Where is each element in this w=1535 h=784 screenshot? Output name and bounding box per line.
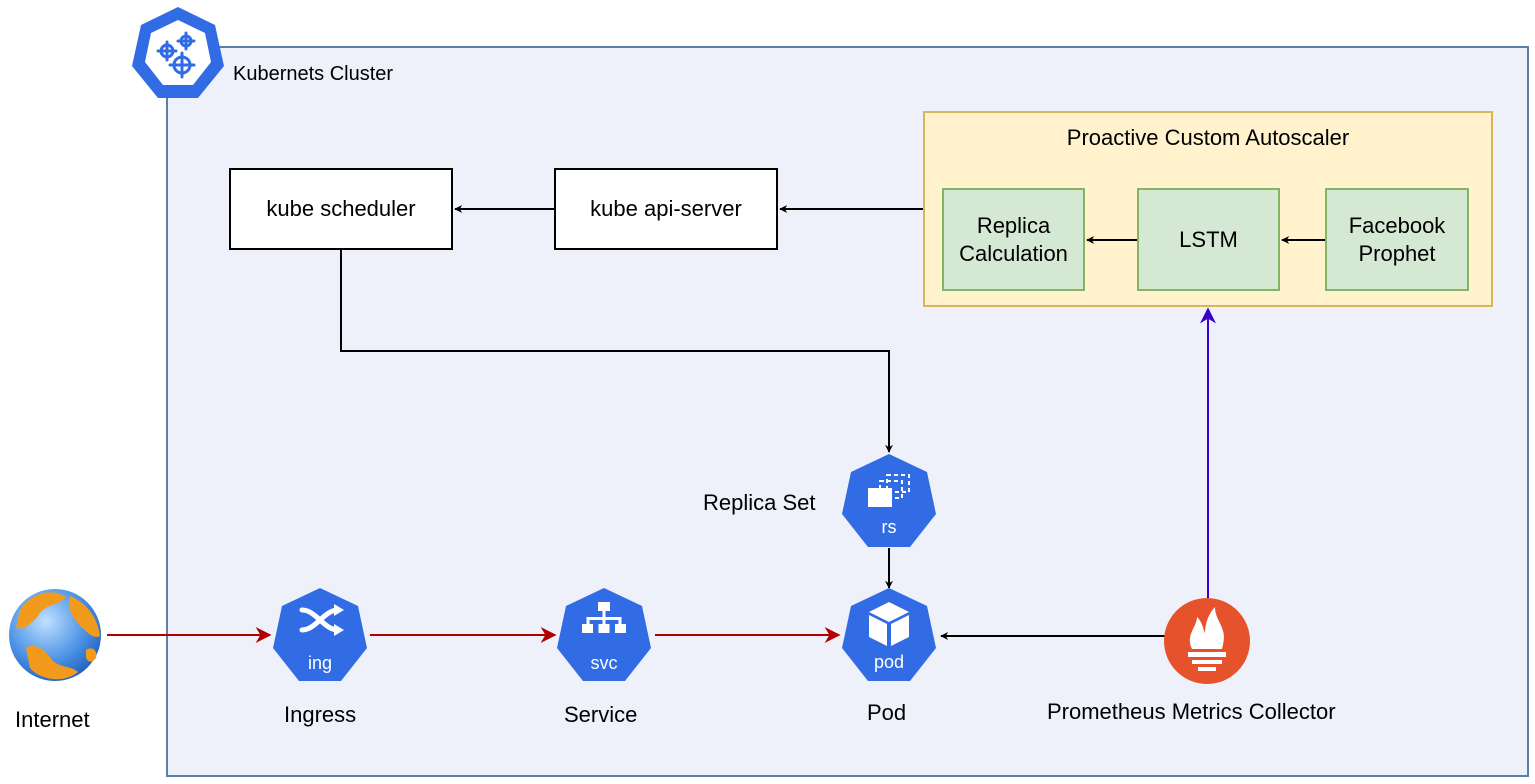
prometheus-label: Prometheus Metrics Collector <box>1047 699 1336 724</box>
pod-node <box>842 588 936 681</box>
lstm-label: LSTM <box>1179 226 1238 252</box>
facebook-prophet-box: Facebook Prophet <box>1325 188 1469 291</box>
cluster-label: Kubernets Cluster <box>233 63 394 85</box>
ingress-label: Ingress <box>284 702 357 727</box>
kube-scheduler-label: kube scheduler <box>266 196 416 221</box>
replica-set-node <box>842 454 936 547</box>
autoscaler-title: Proactive Custom Autoscaler <box>1066 125 1350 150</box>
arrow-scheduler-to-replica-set <box>340 250 893 453</box>
cube-icon <box>869 602 909 646</box>
kube-api-server-label: kube api-server <box>590 196 742 221</box>
pod-label: Pod <box>867 700 907 725</box>
internet-label: Internet <box>15 707 90 732</box>
service-badge: svc <box>591 653 618 673</box>
kubernetes-gear-icon <box>132 7 224 98</box>
kube-api-server-box: kube api-server <box>554 168 778 250</box>
flame-icon <box>1164 598 1250 684</box>
ingress-node <box>273 588 367 681</box>
globe-icon <box>9 589 101 681</box>
facebook-prophet-line-1: Facebook <box>1348 212 1446 238</box>
replica-calculation-box: Replica Calculation <box>942 188 1085 291</box>
facebook-prophet-line-2: Prophet <box>1358 240 1436 266</box>
service-label: Service <box>564 702 638 727</box>
replica-set-badge: rs <box>882 517 897 537</box>
replica-set-label: Replica Set <box>703 490 816 515</box>
stacked-windows-icon <box>868 474 910 507</box>
kube-scheduler-box: kube scheduler <box>229 168 453 250</box>
lstm-box: LSTM <box>1137 188 1280 291</box>
replica-calculation-line-2: Calculation <box>959 240 1068 266</box>
ingress-badge: ing <box>308 653 332 673</box>
service-node <box>557 588 651 681</box>
pod-badge: pod <box>874 652 904 672</box>
hierarchy-icon <box>582 602 626 633</box>
replica-calculation-line-1: Replica <box>976 212 1051 238</box>
